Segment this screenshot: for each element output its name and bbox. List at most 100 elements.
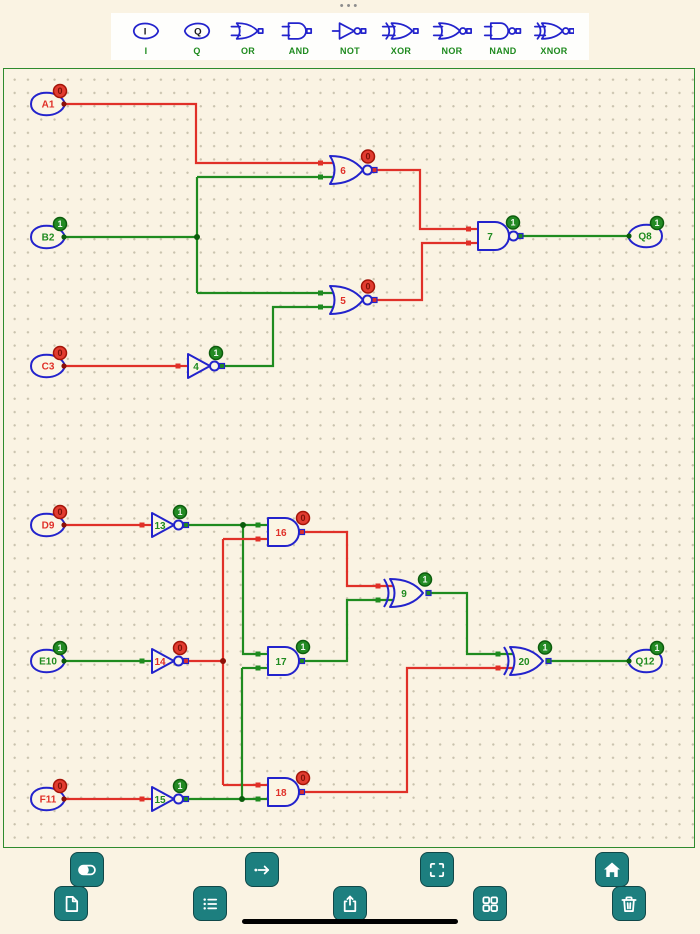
svg-text:0: 0 <box>177 643 182 653</box>
state-badge: 0 <box>295 510 311 526</box>
palette-item-xnor[interactable]: XNOR <box>531 17 577 56</box>
output-node-q12[interactable]: Q12 1 <box>626 640 665 674</box>
gate-6-nor[interactable]: 6 0 <box>318 149 378 185</box>
wire-gate6-to-gate7[interactable] <box>377 168 468 231</box>
output-node-q8[interactable]: Q8 1 <box>626 215 665 249</box>
output-node-icon: Q <box>183 22 211 40</box>
palette-label: NOR <box>441 46 463 56</box>
palette-item-and[interactable]: AND <box>276 17 322 56</box>
palette-item-or[interactable]: OR <box>225 17 271 56</box>
gate-18-and[interactable]: 18 0 <box>255 770 311 807</box>
list-button[interactable] <box>193 886 227 921</box>
wire-gate5-to-gate7[interactable] <box>377 241 468 302</box>
input-node-f11[interactable]: F11 0 <box>30 778 68 812</box>
gate-13-not[interactable]: 13 1 <box>139 504 190 538</box>
palette-label: Q <box>193 46 201 56</box>
node-label: A1 <box>42 100 55 111</box>
home-button[interactable] <box>595 852 629 887</box>
palette-item-nand[interactable]: NAND <box>480 17 526 56</box>
wire-gate16-to-gate9[interactable] <box>304 530 378 588</box>
input-node-e10[interactable]: E10 1 <box>30 640 68 674</box>
input-node-a1[interactable]: A1 0 <box>30 83 68 117</box>
wire-a1-to-gate6[interactable] <box>64 102 320 165</box>
wire-gate15-to-gate18-gate17[interactable] <box>188 666 258 801</box>
input-node-b2[interactable]: B2 1 <box>30 216 68 250</box>
state-badge: 1 <box>208 345 224 361</box>
state-badge: 1 <box>52 640 68 656</box>
state-badge: 1 <box>295 639 311 655</box>
wire-gate4-to-gate5[interactable] <box>224 305 320 368</box>
gate-label: 15 <box>154 795 166 806</box>
svg-text:1: 1 <box>510 218 515 228</box>
gate-20-xor[interactable]: 20 1 <box>495 640 553 676</box>
home-indicator[interactable] <box>242 919 458 924</box>
forward-button[interactable] <box>245 852 279 887</box>
gate-4-not[interactable]: 4 1 <box>175 345 226 379</box>
palette-label: NOT <box>340 46 360 56</box>
wire-gate13-to-gate16-gate17[interactable] <box>188 523 258 656</box>
state-badge: 1 <box>172 778 188 794</box>
input-node-d9[interactable]: D9 0 <box>30 504 68 538</box>
palette-item-output[interactable]: Q Q <box>174 17 220 56</box>
state-badge: 1 <box>52 216 68 232</box>
node-pin <box>61 522 67 528</box>
grid-view-button[interactable] <box>473 886 507 921</box>
node-pin <box>61 363 67 369</box>
gate-9-xor[interactable]: 9 1 <box>375 572 433 608</box>
state-badge: 0 <box>172 640 188 656</box>
xor-gate-icon <box>381 22 419 40</box>
gate-label: 5 <box>340 296 346 307</box>
wire-gate9-to-gate20[interactable] <box>431 591 498 656</box>
state-badge: 1 <box>172 504 188 520</box>
palette-label: XNOR <box>540 46 568 56</box>
not-gate-icon <box>331 22 367 40</box>
share-button[interactable] <box>333 886 367 921</box>
svg-text:0: 0 <box>300 773 305 783</box>
gate-16-and[interactable]: 16 0 <box>255 510 311 547</box>
new-file-button[interactable] <box>54 886 88 921</box>
svg-text:1: 1 <box>542 643 547 653</box>
palette-item-not[interactable]: NOT <box>327 17 373 56</box>
svg-text:0: 0 <box>365 282 370 292</box>
new-file-icon <box>65 895 79 912</box>
node-pin <box>626 658 632 664</box>
input-node-icon: I <box>132 22 160 40</box>
svg-text:1: 1 <box>300 642 305 652</box>
palette-item-input[interactable]: I I <box>123 17 169 56</box>
gate-label: 17 <box>275 657 287 668</box>
forward-arrow-icon <box>254 865 270 874</box>
xnor-gate-icon <box>534 22 574 40</box>
fullscreen-button[interactable] <box>420 852 454 887</box>
circuit-canvas[interactable] <box>3 68 695 848</box>
gate-label: 16 <box>275 528 287 539</box>
wire-junction <box>239 796 245 802</box>
node-label: C3 <box>42 362 55 373</box>
grid-icon <box>482 896 498 912</box>
multitask-handle[interactable]: ••• <box>339 0 361 12</box>
delete-button[interactable] <box>612 886 646 921</box>
state-badge: 1 <box>537 640 553 655</box>
wire-gate18-to-gate20[interactable] <box>304 666 498 794</box>
svg-text:1: 1 <box>177 781 182 791</box>
input-node-c3[interactable]: C3 0 <box>30 345 68 379</box>
palette-item-nor[interactable]: NOR <box>429 17 475 56</box>
gate-15-not[interactable]: 15 1 <box>139 778 190 812</box>
svg-text:0: 0 <box>57 86 62 96</box>
nor-gate-icon <box>432 22 472 40</box>
gate-17-and[interactable]: 17 1 <box>255 639 311 676</box>
node-pin <box>61 658 67 664</box>
gate-label: 18 <box>275 788 287 799</box>
gate-5-nor[interactable]: 5 0 <box>318 279 378 315</box>
state-badge: 1 <box>649 640 665 656</box>
toggle-button[interactable] <box>70 852 104 887</box>
wire-b2-to-gate6-gate5[interactable] <box>64 175 320 295</box>
node-pin <box>61 796 67 802</box>
gate-label: 14 <box>154 657 166 668</box>
gate-14-not[interactable]: 14 0 <box>139 640 190 674</box>
wire-gate17-to-gate9[interactable] <box>304 598 378 663</box>
palette-item-xor[interactable]: XOR <box>378 17 424 56</box>
list-icon <box>203 897 218 910</box>
node-label: B2 <box>42 233 55 244</box>
gate-7-nand[interactable]: 7 1 <box>466 215 524 251</box>
node-label: Q12 <box>636 657 655 668</box>
